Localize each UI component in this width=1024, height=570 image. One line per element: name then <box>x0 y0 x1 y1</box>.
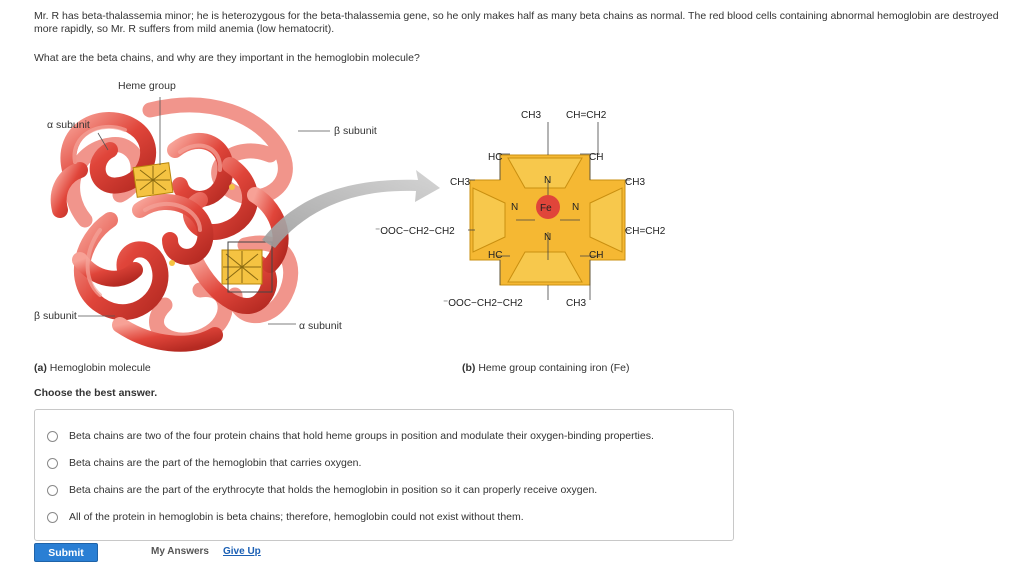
hemoglobin-figure: CH3 CH=CH2 HC CH CH3 CH3 N N Fe N N ⁻OOC… <box>0 70 760 380</box>
heme-group-icon <box>132 162 174 198</box>
heme-n-bottom: N <box>544 232 551 243</box>
answer-option-text: Beta chains are the part of the hemoglob… <box>69 457 362 469</box>
caption-b: (b) Heme group containing iron (Fe) <box>462 362 630 374</box>
heme-fe: Fe <box>540 203 552 214</box>
caption-b-text: Heme group containing iron (Fe) <box>478 362 630 374</box>
heme-propionate-bottom: ⁻OOC−CH2−CH2 <box>443 298 523 309</box>
heme-ch-top: CH <box>589 152 603 163</box>
my-answers-label: My Answers <box>151 546 209 557</box>
zoom-arrow <box>262 170 440 248</box>
radio-button[interactable] <box>47 484 58 496</box>
radio-button[interactable] <box>47 430 58 442</box>
answer-option-text: Beta chains are two of the four protein … <box>69 430 654 442</box>
question-text: What are the beta chains, and why are th… <box>34 52 420 64</box>
heme-hc-bottom: HC <box>488 250 502 261</box>
heme-ch3-top: CH3 <box>521 110 541 121</box>
radio-button[interactable] <box>47 457 58 469</box>
heme-hc-top: HC <box>488 152 502 163</box>
problem-intro: Mr. R has beta-thalassemia minor; he is … <box>34 10 999 35</box>
submit-button[interactable]: Submit <box>34 543 98 562</box>
caption-a: (a) Hemoglobin molecule <box>34 362 151 374</box>
heme-n-right: N <box>572 202 579 213</box>
heme-ch3-bottom: CH3 <box>566 298 586 309</box>
answer-option[interactable]: Beta chains are the part of the erythroc… <box>47 481 597 499</box>
hemoglobin-molecule-illustration <box>50 97 299 352</box>
answer-options-box: Beta chains are two of the four protein … <box>34 409 734 541</box>
heme-vinyl-right: CH=CH2 <box>625 226 666 237</box>
heme-propionate-left: ⁻OOC−CH2−CH2 <box>375 226 455 237</box>
label-heme-group: Heme group <box>118 80 176 92</box>
heme-n-left: N <box>511 202 518 213</box>
answer-option[interactable]: Beta chains are two of the four protein … <box>47 427 654 445</box>
answer-option[interactable]: All of the protein in hemoglobin is beta… <box>47 508 524 526</box>
answer-option-text: Beta chains are the part of the erythroc… <box>69 484 598 496</box>
heme-structure-diagram <box>468 122 630 300</box>
label-beta-subunit-left: β subunit <box>34 310 77 322</box>
heme-vinyl-top: CH=CH2 <box>566 110 607 121</box>
label-alpha-subunit-bottom: α subunit <box>299 320 342 332</box>
figure-graphics: CH3 CH=CH2 HC CH CH3 CH3 N N Fe N N ⁻OOC… <box>50 97 666 352</box>
leader-lines <box>78 97 330 325</box>
give-up-link[interactable]: Give Up <box>223 546 261 557</box>
answer-option[interactable]: Beta chains are the part of the hemoglob… <box>47 454 361 472</box>
heme-n-top: N <box>544 175 551 186</box>
answer-option-text: All of the protein in hemoglobin is beta… <box>69 511 524 523</box>
label-beta-subunit-right: β subunit <box>334 125 377 137</box>
heme-ch-bottom: CH <box>589 250 603 261</box>
radio-button[interactable] <box>47 511 58 523</box>
caption-a-letter: (a) <box>34 362 47 374</box>
choose-best-answer-label: Choose the best answer. <box>34 387 158 399</box>
caption-a-text: Hemoglobin molecule <box>49 362 151 374</box>
caption-b-letter: (b) <box>462 362 476 374</box>
heme-ch3-left: CH3 <box>450 177 470 188</box>
heme-group-icon <box>221 241 273 293</box>
heme-ch3-right: CH3 <box>625 177 645 188</box>
label-alpha-subunit-top: α subunit <box>47 119 90 131</box>
